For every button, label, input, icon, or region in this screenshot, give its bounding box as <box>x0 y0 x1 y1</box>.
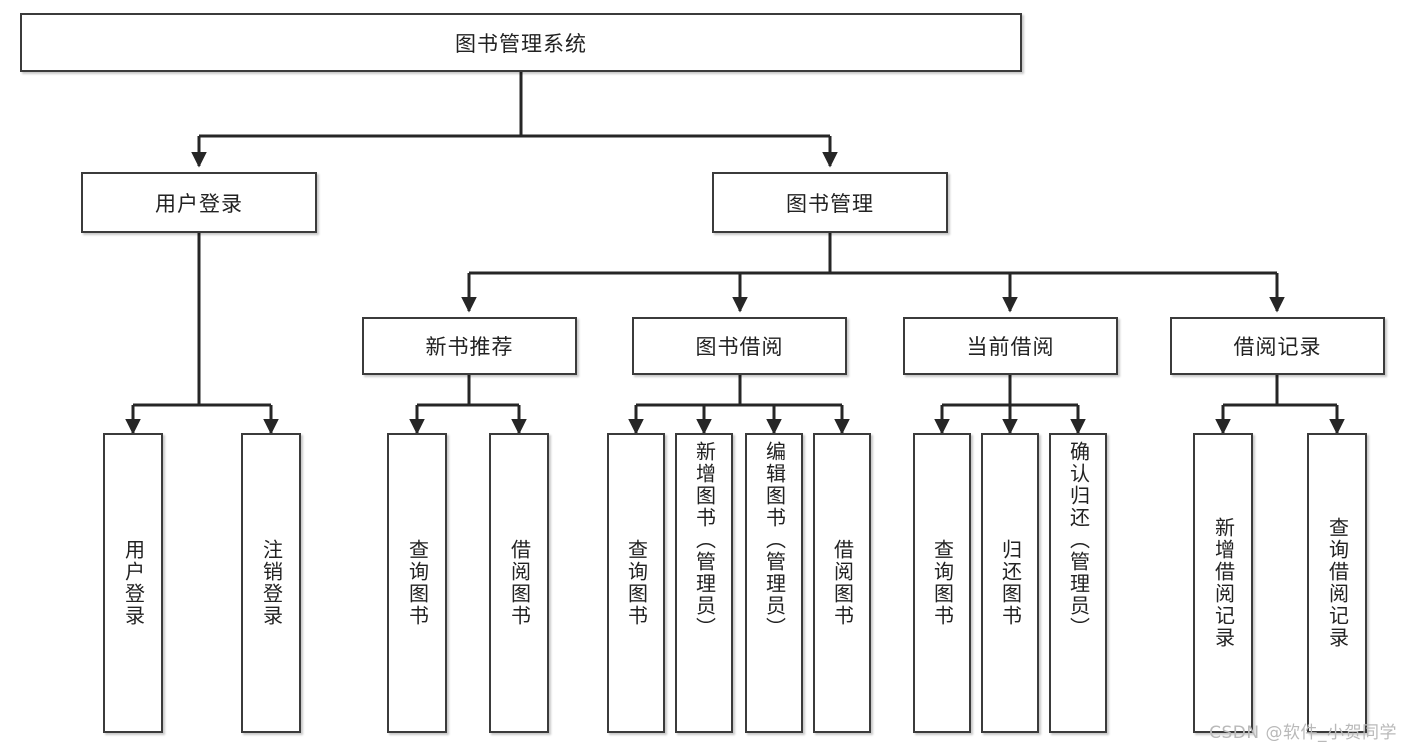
node-leaf-query-book-2[interactable]: 查询图书 <box>607 433 665 733</box>
node-leaf-borrow-book-1[interactable]: 借阅图书 <box>489 433 549 733</box>
node-new-book-recommend-label: 新书推荐 <box>425 335 514 359</box>
node-leaf-query-record[interactable]: 查询借阅记录 <box>1307 433 1367 733</box>
node-leaf-query-book-3[interactable]: 查询图书 <box>913 433 971 733</box>
node-leaf-add-record-label: 新增借阅记录 <box>1211 517 1236 649</box>
node-user-login-label: 用户登录 <box>155 191 243 216</box>
node-leaf-return-book-label: 归还图书 <box>998 539 1023 627</box>
watermark-text: CSDN @软件_小贺同学 <box>1209 723 1397 743</box>
node-leaf-return-book[interactable]: 归还图书 <box>981 433 1039 733</box>
node-borrow-record[interactable]: 借阅记录 <box>1170 317 1385 375</box>
node-leaf-add-record[interactable]: 新增借阅记录 <box>1193 433 1253 733</box>
node-leaf-borrow-book-2[interactable]: 借阅图书 <box>813 433 871 733</box>
node-leaf-query-record-label: 查询借阅记录 <box>1325 517 1350 649</box>
node-leaf-query-book-2-label: 查询图书 <box>624 539 649 627</box>
node-current-borrow-label: 当前借阅 <box>966 335 1055 359</box>
node-book-borrow-label: 图书借阅 <box>695 335 784 359</box>
node-leaf-edit-book[interactable]: 编辑图书（管理员） <box>745 433 803 733</box>
node-root[interactable]: 图书管理系统 <box>20 13 1022 72</box>
node-borrow-record-label: 借阅记录 <box>1233 335 1322 359</box>
node-book-manage-label: 图书管理 <box>786 191 874 216</box>
node-leaf-query-book-3-label: 查询图书 <box>930 539 955 627</box>
node-new-book-recommend[interactable]: 新书推荐 <box>362 317 577 375</box>
node-leaf-add-book-label: 新增图书（管理员） <box>692 441 717 639</box>
node-leaf-borrow-book-2-label: 借阅图书 <box>830 539 855 627</box>
node-user-login[interactable]: 用户登录 <box>81 172 317 233</box>
node-book-manage[interactable]: 图书管理 <box>712 172 948 233</box>
node-book-borrow[interactable]: 图书借阅 <box>632 317 847 375</box>
node-root-label: 图书管理系统 <box>455 31 587 56</box>
node-leaf-user-login-label: 用户登录 <box>121 539 146 627</box>
node-leaf-edit-book-label: 编辑图书（管理员） <box>762 441 787 639</box>
node-leaf-user-logout-label: 注销登录 <box>259 539 284 627</box>
node-leaf-confirm-return[interactable]: 确认归还（管理员） <box>1049 433 1107 733</box>
node-leaf-confirm-return-label: 确认归还（管理员） <box>1066 441 1091 639</box>
node-leaf-user-logout[interactable]: 注销登录 <box>241 433 301 733</box>
node-leaf-borrow-book-1-label: 借阅图书 <box>507 539 532 627</box>
node-leaf-user-login[interactable]: 用户登录 <box>103 433 163 733</box>
node-leaf-query-book-1-label: 查询图书 <box>405 539 430 627</box>
node-current-borrow[interactable]: 当前借阅 <box>903 317 1118 375</box>
node-leaf-add-book[interactable]: 新增图书（管理员） <box>675 433 733 733</box>
node-leaf-query-book-1[interactable]: 查询图书 <box>387 433 447 733</box>
